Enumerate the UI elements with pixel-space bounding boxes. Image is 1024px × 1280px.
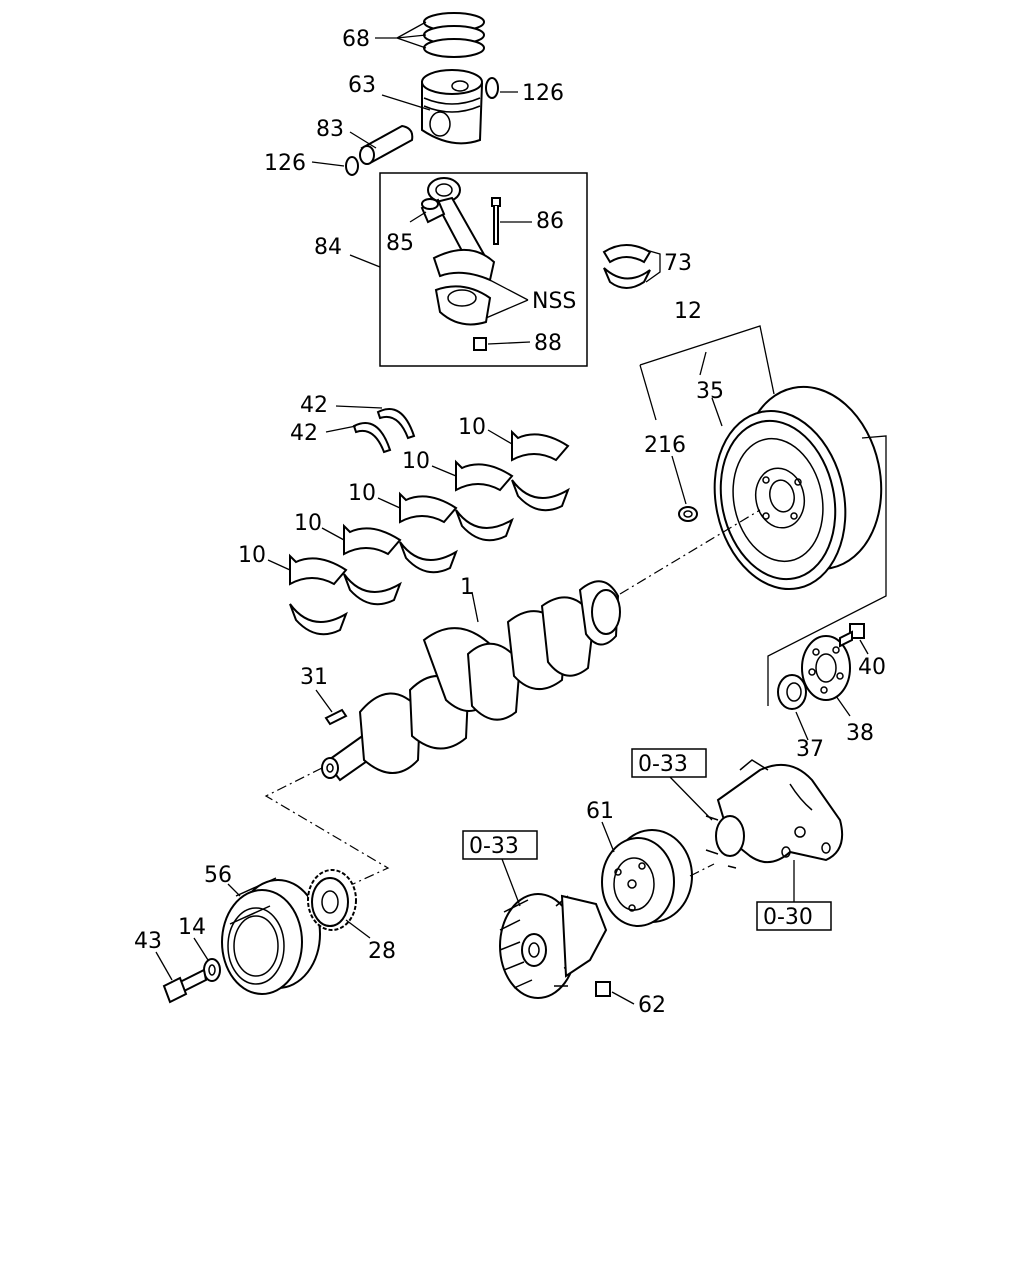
- thrust-washers: [352, 408, 416, 454]
- piston: [421, 69, 484, 145]
- callout-10-a: 10: [458, 415, 486, 440]
- callout-42-bottom: 42: [290, 421, 318, 446]
- callout-84: 84: [314, 235, 342, 260]
- crankshaft: [321, 580, 621, 782]
- timing-gear: [307, 869, 357, 931]
- ref-box-0-33-bottom: [462, 830, 538, 860]
- flywheel-bolt: [839, 623, 865, 648]
- ref-0-30: 0-30: [763, 905, 813, 930]
- callout-216: 216: [644, 433, 686, 458]
- callout-43: 43: [134, 929, 162, 954]
- callout-1: 1: [460, 575, 474, 600]
- callout-nss: NSS: [532, 289, 576, 314]
- callout-85: 85: [386, 231, 414, 256]
- callout-37: 37: [796, 737, 824, 762]
- flywheel-plate: [801, 635, 851, 701]
- callout-68: 68: [342, 27, 370, 52]
- callout-42-top: 42: [300, 393, 328, 418]
- ref-box-0-33-top: [631, 748, 707, 778]
- callout-61: 61: [586, 799, 614, 824]
- circlip-left: [345, 156, 359, 176]
- callout-31: 31: [300, 665, 328, 690]
- callout-10-b: 10: [402, 449, 430, 474]
- callout-83: 83: [316, 117, 344, 142]
- callout-62: 62: [638, 993, 666, 1018]
- callout-88: 88: [534, 331, 562, 356]
- rear-bearing: [777, 674, 807, 710]
- small-end-bushing: [420, 198, 446, 224]
- fan-pulley: [601, 829, 693, 927]
- conrod-bolt: [491, 197, 501, 245]
- circlip-top: [485, 77, 499, 99]
- flywheel: [713, 385, 883, 591]
- callout-10-e: 10: [238, 543, 266, 568]
- fan-nut: [595, 981, 611, 997]
- callout-10-d: 10: [294, 511, 322, 536]
- conrod-nut: [473, 337, 487, 351]
- callout-63: 63: [348, 73, 376, 98]
- piston-rings: [423, 12, 485, 58]
- callout-86: 86: [536, 209, 564, 234]
- washer: [203, 958, 221, 982]
- ref-0-33-top: 0-33: [638, 752, 688, 777]
- pulley-bolt: [162, 968, 208, 1004]
- callout-38: 38: [846, 721, 874, 746]
- callout-12: 12: [674, 299, 702, 324]
- callout-126-left: 126: [264, 151, 306, 176]
- ref-0-33-bottom: 0-33: [469, 834, 519, 859]
- callout-35: 35: [696, 379, 724, 404]
- callout-10-c: 10: [348, 481, 376, 506]
- conrod-bearings: [602, 244, 652, 289]
- water-pump-housing: [705, 759, 844, 869]
- callout-14: 14: [178, 915, 206, 940]
- callout-28: 28: [368, 939, 396, 964]
- callout-73: 73: [664, 251, 692, 276]
- piston-pin: [359, 124, 414, 165]
- callout-126-top: 126: [522, 81, 564, 106]
- main-bearings: [289, 429, 570, 636]
- woodruff-key: [324, 708, 348, 726]
- ref-box-0-30: [756, 901, 832, 931]
- pilot-bearing: [678, 506, 698, 522]
- fan-hub: [499, 893, 608, 999]
- crank-pulley: [221, 877, 321, 995]
- connecting-rod: [427, 177, 496, 326]
- callout-56: 56: [204, 863, 232, 888]
- callout-40: 40: [858, 655, 886, 680]
